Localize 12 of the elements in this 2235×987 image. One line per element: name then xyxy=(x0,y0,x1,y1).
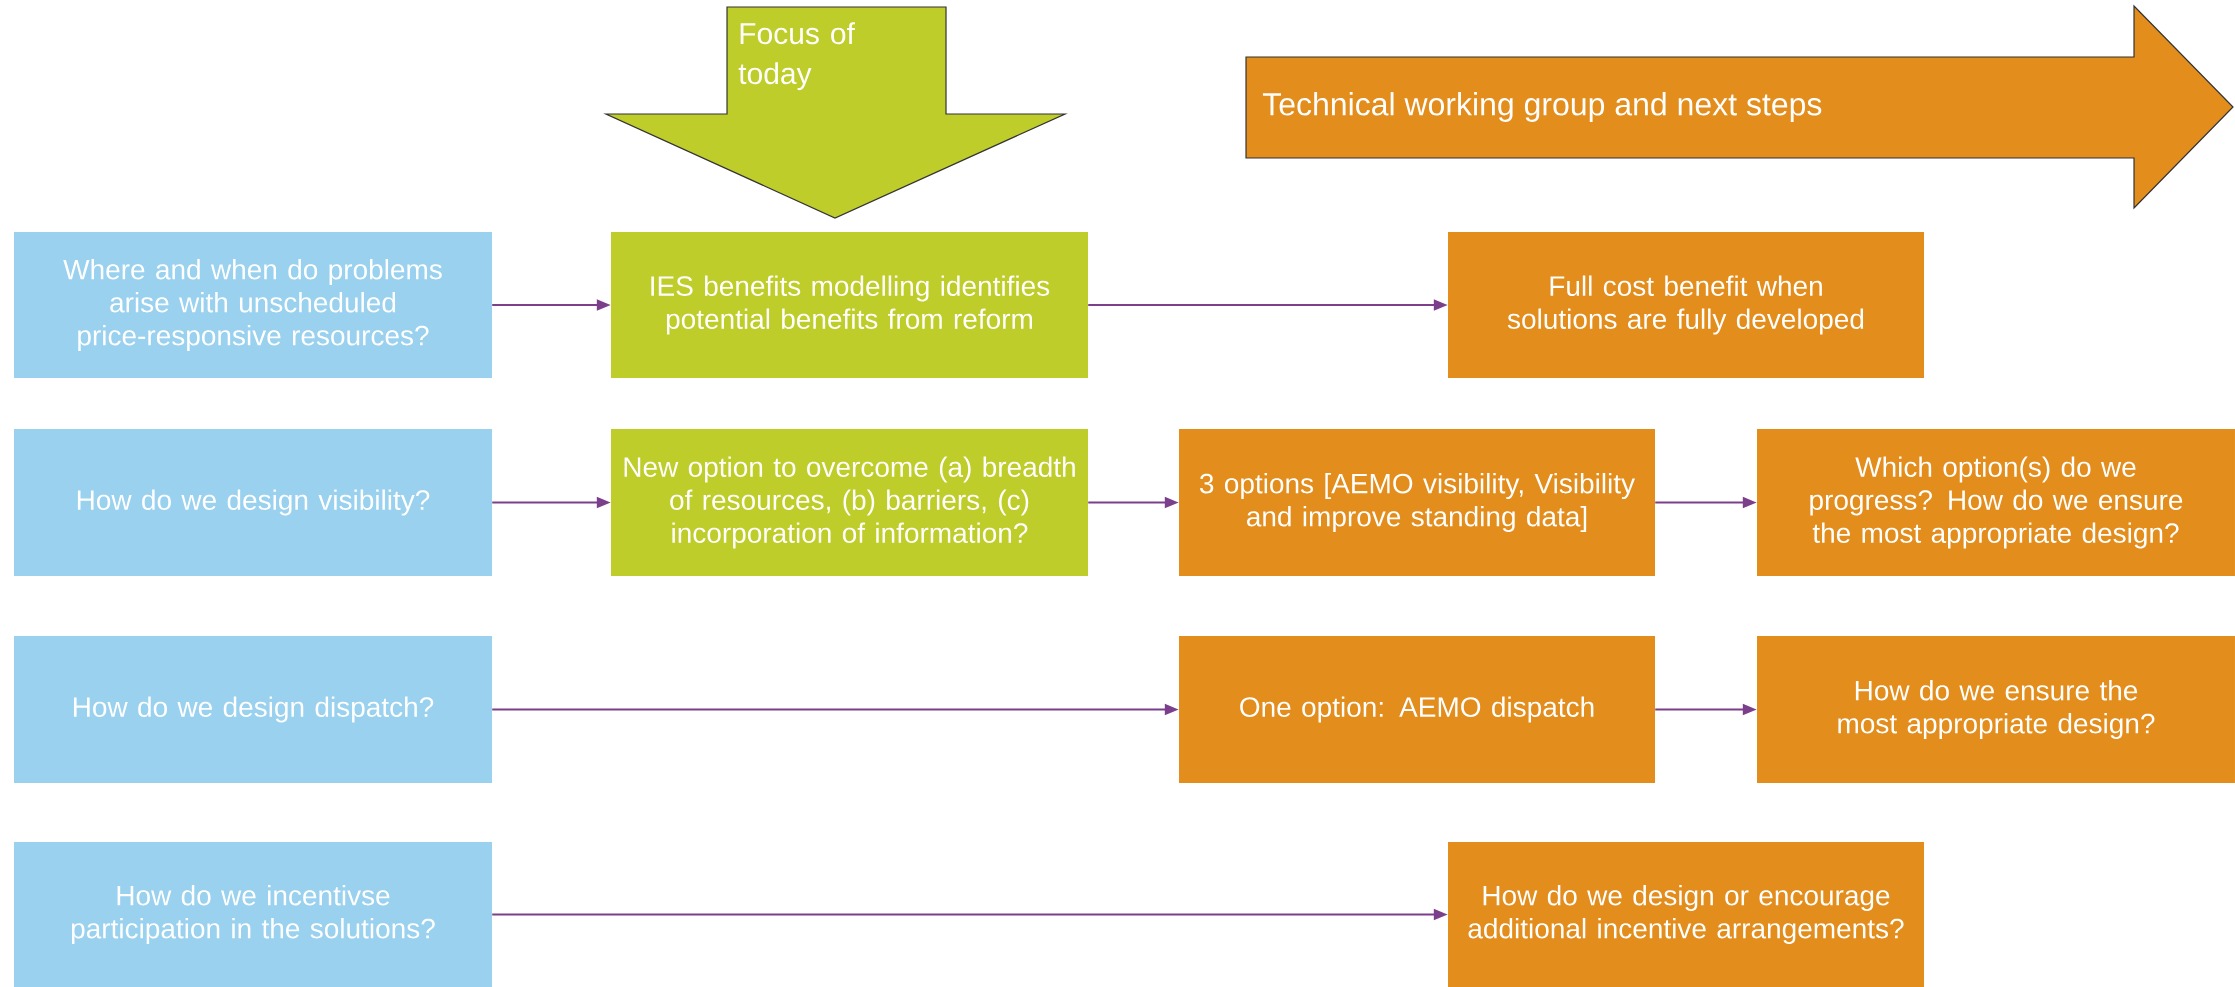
process-box: Full cost benefit when solutions are fully developed xyxy=(1448,232,1924,378)
process-box: How do we ensure the most appropriate design? xyxy=(1757,636,2235,783)
question-box: How do we design visibility? xyxy=(14,429,492,576)
process-box: Which option(s) do we progress? How do we ensure the most appropriate design? xyxy=(1757,429,2235,576)
process-box: One option: AEMO dispatch xyxy=(1179,636,1655,783)
question-box: How do we incentivse participation in the solutions? xyxy=(14,842,492,987)
question-box: Where and when do problems arise with unscheduled price-responsive resources? xyxy=(14,232,492,378)
question-box: How do we design dispatch? xyxy=(14,636,492,783)
process-box: New option to overcome (a) breadth of resources, (b) barriers, (c) incorporation of information? xyxy=(611,429,1088,576)
process-box: 3 options [AEMO visibility, Visibility and improve standing data] xyxy=(1179,429,1655,576)
process-box: IES benefits modelling identifies potential benefits from reform xyxy=(611,232,1088,378)
process-box: How do we design or encourage additional incentive arrangements? xyxy=(1448,842,1924,987)
